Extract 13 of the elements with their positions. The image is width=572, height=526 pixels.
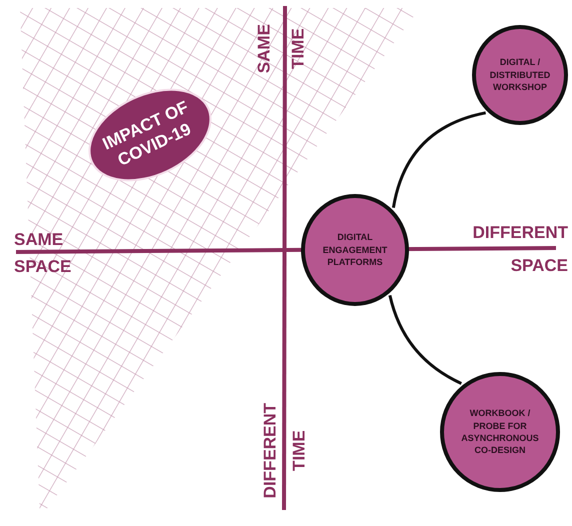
connector-line bbox=[392, 111, 486, 208]
node-text: DIGITAL / DISTRIBUTED WORKSHOP bbox=[488, 56, 552, 94]
axis-label: SPACE bbox=[14, 256, 72, 278]
axis-label: SAME bbox=[253, 23, 274, 76]
node-text: WORKBOOK / PROBE FOR ASYNCHRONOUS CO-DESIGN bbox=[460, 407, 540, 457]
node-text: DIGITAL ENGAGEMENT PLATFORMS bbox=[322, 231, 388, 269]
axis-label: SPACE bbox=[510, 255, 568, 276]
axis-label: TIME bbox=[288, 429, 310, 473]
axis-label: DIFFERENT bbox=[472, 222, 568, 244]
axis-label: SAME bbox=[14, 229, 64, 250]
axis-label: DIFFERENT bbox=[259, 402, 280, 500]
axis-label: TIME bbox=[287, 27, 308, 71]
connector-line bbox=[388, 295, 462, 385]
